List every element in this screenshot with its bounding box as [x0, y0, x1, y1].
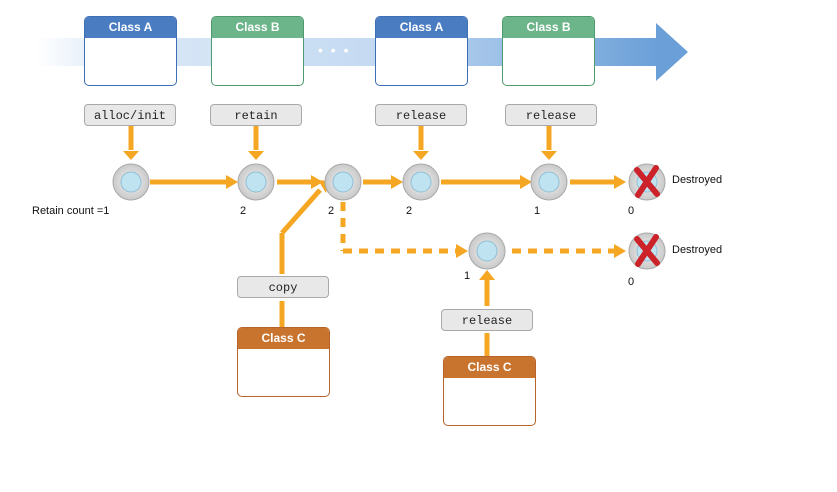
class-c-header: Class C: [444, 357, 535, 378]
release-message: release: [505, 104, 597, 126]
class-b-box: Class B: [502, 16, 595, 86]
retain-count-label: Retain count =1: [32, 205, 110, 217]
retain-count-value: 0: [628, 276, 635, 288]
alloc-init-message: alloc/init: [84, 104, 176, 126]
node: [237, 163, 275, 201]
class-b-header: Class B: [503, 17, 594, 38]
destroyed-icon: [628, 163, 666, 201]
message-arrows: [128, 126, 552, 357]
copy-message: copy: [237, 276, 329, 298]
node: [112, 163, 150, 201]
destroyed-label: Destroyed: [672, 174, 723, 186]
retain-nodes: [112, 163, 568, 270]
release-message-lower: release: [441, 309, 533, 331]
retain-count-value: 1: [534, 205, 541, 217]
retain-count-value: 0: [628, 205, 635, 217]
timeline-ellipsis: • • •: [318, 42, 351, 58]
node: [468, 232, 506, 270]
destroyed-icon: [628, 232, 666, 270]
arrow-copy-diagonal: [280, 188, 322, 235]
retain-message: retain: [210, 104, 302, 126]
retain-count-value: 2: [328, 205, 335, 217]
retain-count-value: 2: [240, 205, 247, 217]
class-a-header: Class A: [85, 17, 176, 38]
class-a-header: Class A: [376, 17, 467, 38]
class-a-box: Class A: [84, 16, 177, 86]
class-c-box: Class C: [237, 327, 330, 397]
class-b-header: Class B: [212, 17, 303, 38]
retain-count-value: 2: [406, 205, 413, 217]
node: [402, 163, 440, 201]
class-a-box: Class A: [375, 16, 468, 86]
release-message: release: [375, 104, 467, 126]
copy-branch: [340, 202, 614, 254]
class-b-box: Class B: [211, 16, 304, 86]
class-c-header: Class C: [238, 328, 329, 349]
destroyed-label: Destroyed: [672, 244, 723, 256]
retain-count-value: 1: [464, 270, 471, 282]
node: [530, 163, 568, 201]
class-c-box: Class C: [443, 356, 536, 426]
node: [324, 163, 362, 201]
